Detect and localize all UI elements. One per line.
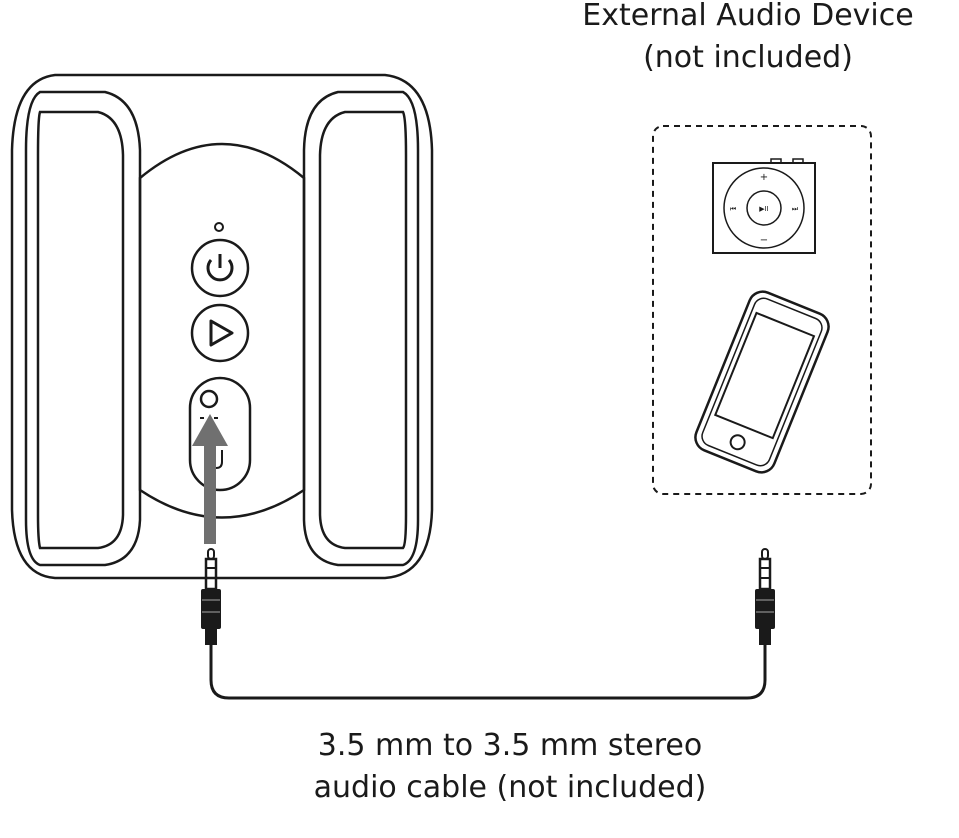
power-icon: [206, 254, 234, 282]
play-button[interactable]: [190, 303, 250, 363]
cable-label-line1: 3.5 mm to 3.5 mm stereo: [317, 728, 703, 763]
speaker-body: [10, 73, 434, 580]
power-button[interactable]: [190, 238, 250, 298]
speaker: [10, 73, 434, 580]
status-led: [214, 222, 224, 232]
left-plug: [201, 548, 221, 645]
audio-cable: [201, 548, 775, 700]
player-previous-label: ⏮: [730, 205, 736, 213]
player-next-label: ⏭: [792, 205, 799, 213]
aux-in-icon: [199, 389, 219, 409]
external-device-subtitle: (not included): [643, 40, 853, 75]
player-play-pause-label: ▶II: [759, 205, 769, 213]
right-plug: [755, 548, 775, 645]
player-minus-label: −: [760, 235, 768, 246]
speaker-left-panel: [24, 90, 142, 567]
cable-label-line2: audio cable (not included): [313, 770, 707, 805]
external-device-title: External Audio Device: [582, 0, 914, 33]
play-icon: [209, 319, 234, 347]
cable-wire: [209, 645, 767, 700]
aux-in-port[interactable]: [188, 376, 252, 492]
speaker-right-panel: [302, 90, 420, 567]
insert-arrow-icon: [192, 414, 228, 544]
player-plus-label: +: [760, 172, 768, 183]
external-device-box: [652, 125, 872, 495]
speaker-control-face: [138, 142, 306, 519]
speaker-left-panel-inner: [36, 110, 125, 550]
music-player: + − ▶II ⏮ ⏭: [712, 158, 816, 254]
speaker-right-panel-inner: [318, 110, 408, 550]
smartphone: [694, 290, 830, 474]
